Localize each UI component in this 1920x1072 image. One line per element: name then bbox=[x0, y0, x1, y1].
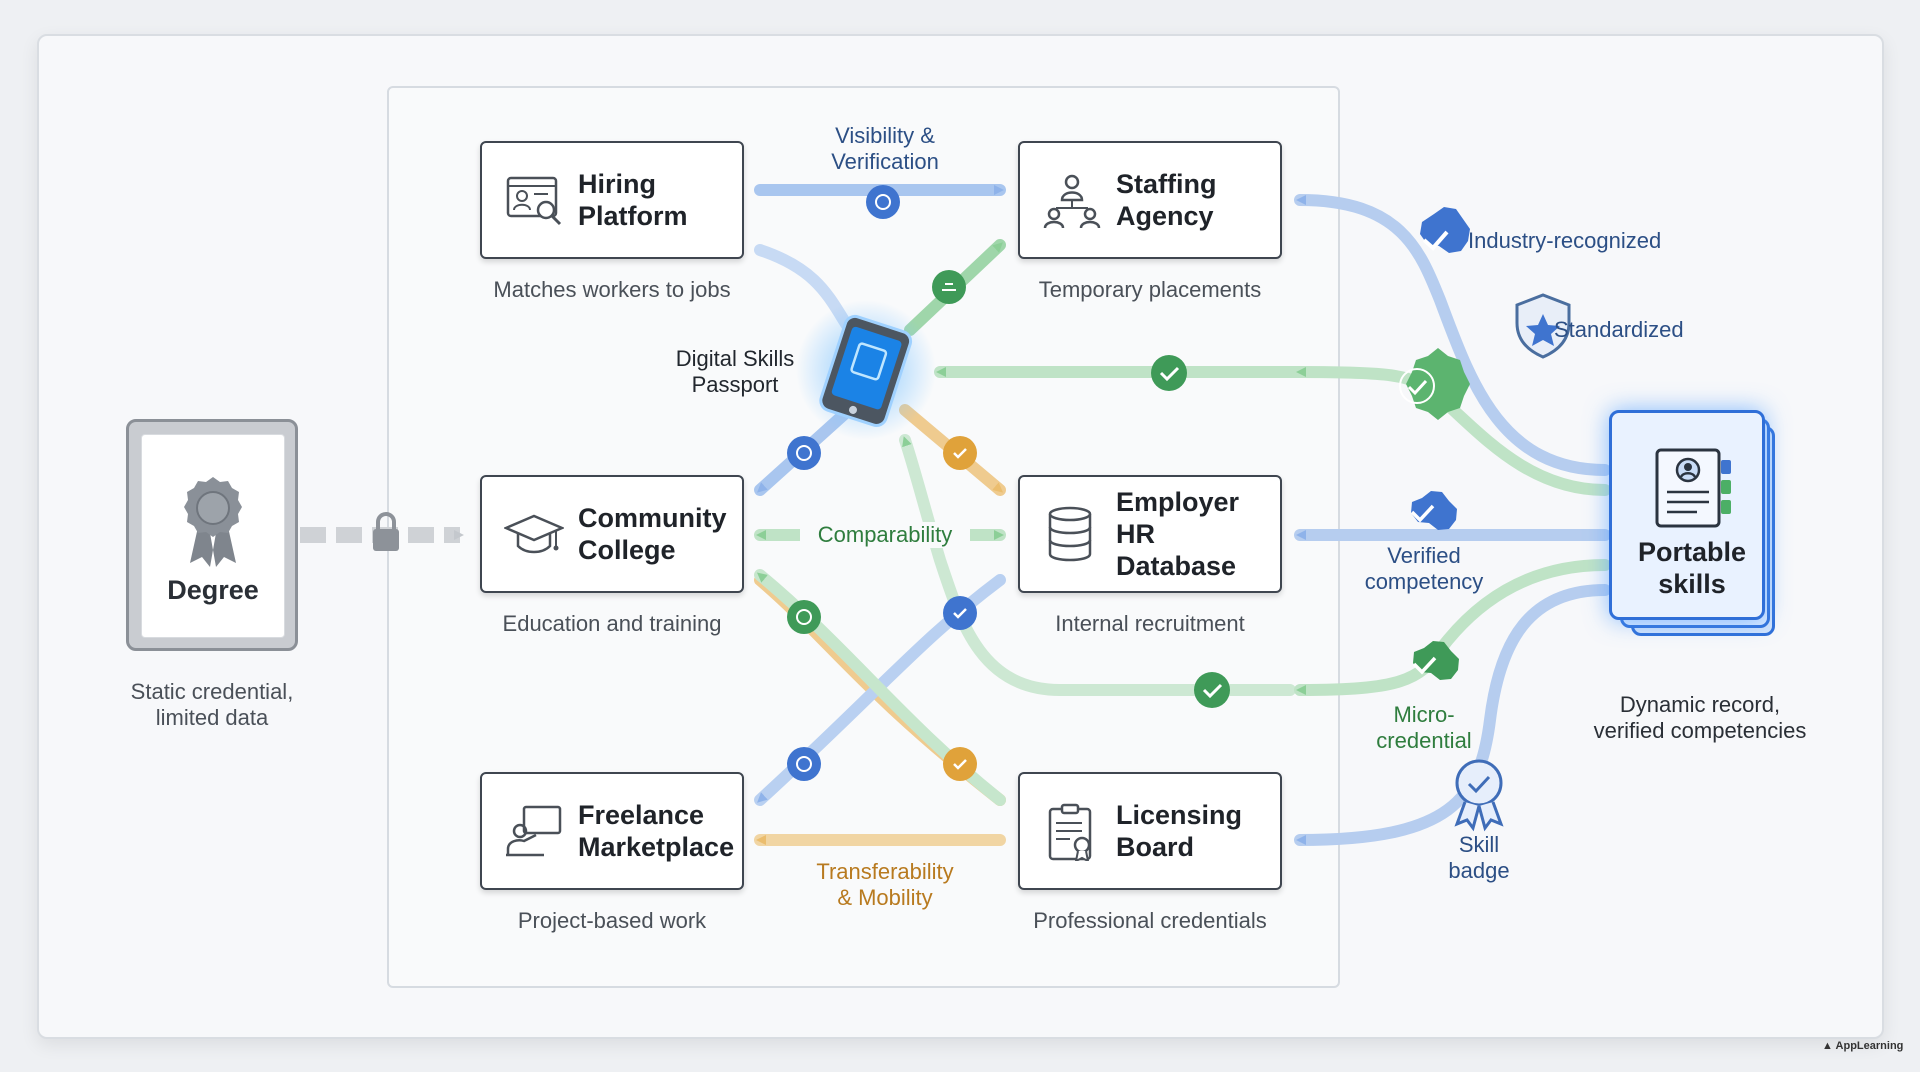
micro-credential-icon bbox=[1412, 641, 1459, 680]
micro-credential-label: Micro- credential bbox=[1376, 702, 1472, 753]
licensing-board-caption: Professional credentials bbox=[1033, 908, 1267, 933]
profile-document-icon bbox=[1655, 448, 1731, 528]
employer-hr-database-caption: Internal recruitment bbox=[1055, 611, 1245, 636]
standardized-shield-icon bbox=[1515, 293, 1571, 359]
freelance-marketplace-caption: Project-based work bbox=[517, 908, 707, 933]
graduation-cap-icon bbox=[504, 514, 564, 554]
green-check-badge-icon bbox=[1399, 348, 1470, 420]
lock-icon bbox=[373, 512, 399, 551]
brand-name: AppLearning bbox=[1835, 1040, 1904, 1052]
transferability-mobility-label: Transferability & Mobility bbox=[816, 859, 954, 910]
digital-skills-passport-icon bbox=[796, 300, 936, 440]
industry-recognized-label: Industry-recognized bbox=[1468, 228, 1662, 253]
staffing-agency-title: Staffing Agency bbox=[1116, 169, 1217, 231]
brand-logo: ▲ AppLearning bbox=[1822, 1040, 1903, 1052]
degree-paper: Degree bbox=[141, 434, 285, 638]
employer-hr-database-node: Employer HR Database bbox=[1018, 475, 1282, 593]
skill-badge-label: Skill badge bbox=[1448, 832, 1510, 883]
portable-skills-title: Portable skills bbox=[1637, 537, 1747, 599]
standardized-label: Standardized bbox=[1554, 317, 1684, 342]
hiring-platform-caption: Matches workers to jobs bbox=[493, 277, 731, 302]
licensing-board-node: Licensing Board bbox=[1018, 772, 1282, 890]
degree-title: Degree bbox=[167, 575, 259, 605]
award-ribbon-icon bbox=[184, 477, 242, 567]
hiring-platform-title: Hiring Platform bbox=[578, 169, 688, 231]
staffing-agency-node: Staffing Agency bbox=[1018, 141, 1282, 259]
industry-badge-icon bbox=[1420, 207, 1470, 253]
community-college-node: Community College bbox=[480, 475, 744, 593]
verified-competency-icon bbox=[1410, 491, 1457, 530]
degree-card: Degree bbox=[126, 419, 298, 651]
hiring-platform-node: Hiring Platform bbox=[480, 141, 744, 259]
link-markers bbox=[787, 185, 1230, 781]
digital-skills-passport-label: Digital Skills Passport bbox=[675, 346, 795, 397]
freelance-marketplace-title: Freelance Marketplace bbox=[578, 800, 735, 862]
degree-caption: Static credential, limited data bbox=[130, 679, 294, 730]
staffing-agency-icon bbox=[1043, 174, 1101, 229]
verified-competency-label: Verified competency bbox=[1364, 543, 1484, 594]
portable-skills-caption: Dynamic record, verified competencies bbox=[1593, 692, 1807, 743]
clipboard-certificate-icon bbox=[1048, 803, 1092, 861]
visibility-verification-label: Visibility & Verification bbox=[831, 123, 939, 174]
database-icon bbox=[1048, 506, 1092, 562]
community-college-title: Community College bbox=[578, 503, 727, 565]
portable-skills-card: Portable skills bbox=[1609, 410, 1775, 636]
freelance-marketplace-node: Freelance Marketplace bbox=[480, 772, 744, 890]
comparability-label: Comparability bbox=[800, 522, 970, 548]
staffing-agency-caption: Temporary placements bbox=[1038, 277, 1262, 302]
community-college-caption: Education and training bbox=[502, 611, 722, 636]
portable-links bbox=[1294, 194, 1611, 846]
hiring-platform-icon bbox=[506, 176, 562, 226]
graduation-cap-logo-icon: ▲ bbox=[1822, 1040, 1833, 1052]
skill-badge-icon bbox=[1454, 759, 1504, 832]
employer-hr-database-title: Employer HR Database bbox=[1116, 487, 1240, 581]
freelance-icon bbox=[506, 805, 562, 857]
credential-icons bbox=[1399, 207, 1571, 832]
licensing-board-title: Licensing Board bbox=[1116, 800, 1243, 862]
